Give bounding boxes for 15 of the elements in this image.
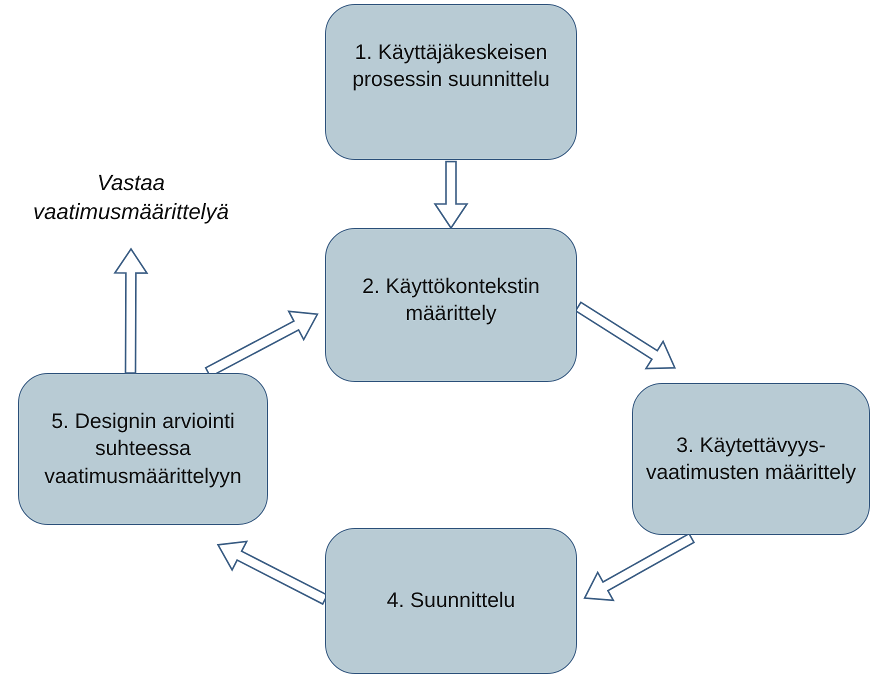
block-arrow bbox=[434, 160, 468, 230]
process-box bbox=[632, 383, 870, 535]
step-label: 5. Designin arviointi suhteessa vaatimusmäärittelyyn bbox=[43, 409, 243, 490]
process-box bbox=[325, 4, 577, 160]
step-label: 4. Suunnittelu bbox=[386, 588, 516, 614]
step-label: 2. Käyttökontekstin määrittely bbox=[361, 274, 541, 328]
process-box bbox=[18, 373, 268, 525]
outcome-note: Vastaa vaatimusmäärittelyä bbox=[32, 169, 230, 226]
process-box bbox=[325, 228, 577, 382]
process-box bbox=[325, 528, 577, 674]
step-label: 1. Käyttäjäkeskeisen prosessin suunnittelu bbox=[351, 40, 551, 94]
block-arrow bbox=[583, 532, 695, 602]
block-arrow bbox=[113, 248, 148, 374]
block-arrow bbox=[574, 301, 676, 370]
step-label: 3. Käytettävyys-vaatimusten määrittely bbox=[644, 432, 858, 486]
